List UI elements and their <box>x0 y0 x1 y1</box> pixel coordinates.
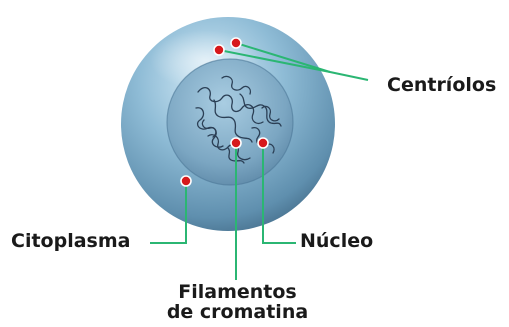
leader-lines <box>150 42 369 280</box>
centriole-marker-1 <box>230 37 242 49</box>
label-chromatin-line1: Filamentos <box>178 281 297 303</box>
chromatin-marker <box>230 137 242 149</box>
cytoplasm-leader <box>150 181 187 244</box>
label-cytoplasm: Citoplasma <box>11 230 131 252</box>
chromatin-filaments <box>195 75 282 164</box>
centriole-marker-2 <box>213 44 225 56</box>
label-chromatin: Filamentos de cromatina <box>160 281 315 323</box>
label-nucleus: Núcleo <box>300 230 374 252</box>
nucleus-marker <box>257 137 269 149</box>
label-centrioles: Centríolos <box>387 74 497 96</box>
label-chromatin-line2: de cromatina <box>166 300 309 323</box>
markers <box>180 37 269 187</box>
cytoplasm-marker <box>180 175 192 187</box>
centrioles-leader-2 <box>218 49 331 73</box>
nucleus-leader <box>262 143 296 244</box>
